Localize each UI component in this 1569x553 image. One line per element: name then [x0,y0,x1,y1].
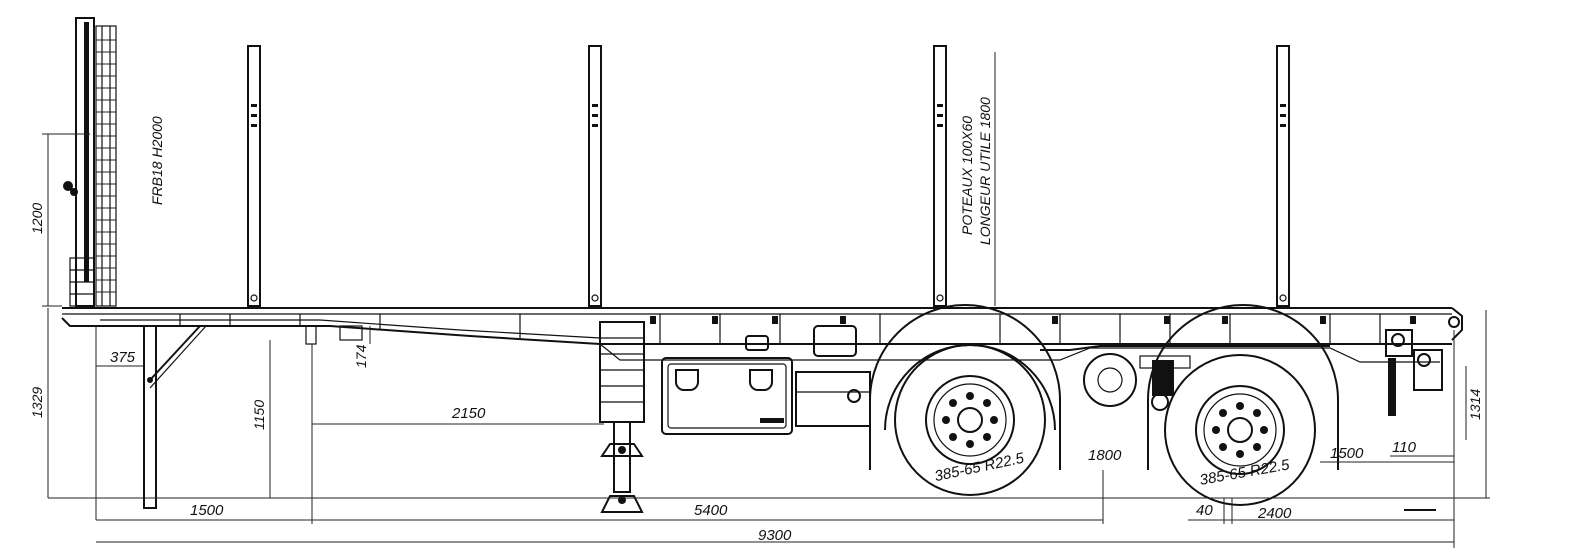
spare-wheel [1083,353,1137,407]
wheel-axle-2: 385-65 R22.5 [1147,304,1339,506]
dim-1500-rear: 1500 [1330,445,1364,462]
suspension [1040,345,1330,411]
air-tank [745,325,871,427]
dim-9300: 9300 [758,527,792,544]
dim-174: 174 [353,344,369,368]
tire-label-rear: 385-65 R22.5 [1198,456,1291,489]
dim-2150: 2150 [451,405,486,422]
front-support-leg [143,325,207,509]
dim-1800: 1800 [1088,447,1122,464]
tool-box [661,357,793,435]
kingpin [305,325,363,345]
front-rack-label: FRB18 H2000 [149,116,165,205]
front-headboard: FRB18 H2000 [63,17,165,307]
dim-1150: 1150 [251,400,267,430]
stake-post-1 [247,45,261,307]
landing-gear [599,321,645,513]
stake-post-3: POTEAUX 100X60 LONGEUR UTILE 1800 [933,45,996,307]
stake-post-4 [1276,45,1290,307]
dim-1500-front: 1500 [190,502,224,519]
post-label-line2: LONGEUR UTILE 1800 [977,97,993,245]
rear-light-cluster [1385,329,1443,416]
dim-2400: 2400 [1257,505,1292,522]
stake-post-2 [588,45,602,307]
dim-5400: 5400 [694,502,728,519]
dim-375: 375 [110,349,136,366]
post-label-line1: POTEAUX 100X60 [959,116,975,235]
dim-1200: 1200 [29,203,45,234]
dim-110: 110 [1392,439,1417,456]
dim-40: 40 [1196,502,1213,519]
dim-1314: 1314 [1467,389,1483,420]
dimensions: 1200 1329 375 1150 174 2150 1500 5400 18… [29,133,1490,548]
wheel-axle-1: 385-65 R22.5 [869,304,1061,496]
dim-1329: 1329 [29,387,45,418]
